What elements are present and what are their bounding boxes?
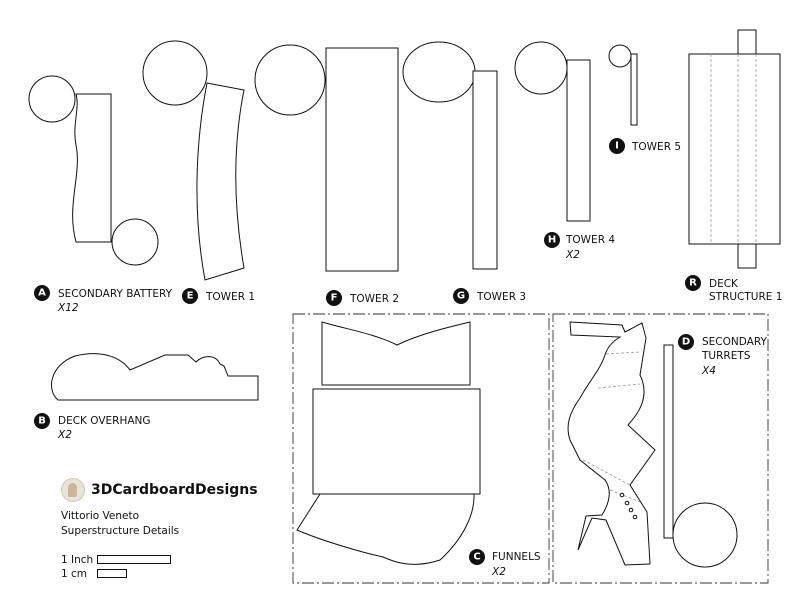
svg-text:R: R bbox=[689, 278, 697, 289]
part-a-secondary-battery bbox=[28, 75, 159, 266]
scale-legend: 1 Inch 1 cm bbox=[61, 553, 171, 581]
svg-text:B: B bbox=[38, 416, 46, 427]
label-tower-1: TOWER 1 bbox=[205, 291, 255, 303]
part-d-turret-body-net bbox=[567, 321, 656, 566]
badge-e: E bbox=[182, 288, 198, 304]
scale-inch-bar bbox=[97, 555, 171, 564]
model-name: Vittorio Veneto bbox=[61, 510, 140, 522]
part-c-funnel-top-piece bbox=[321, 321, 471, 386]
part-g-disc bbox=[402, 41, 476, 103]
part-a-top-disc bbox=[28, 75, 76, 123]
brand-logo-icon bbox=[61, 478, 85, 502]
label-deck-structure-line1: DECK bbox=[709, 278, 739, 290]
badge-c: C bbox=[469, 549, 485, 565]
part-d-hole bbox=[619, 492, 625, 498]
part-c-cut-frame bbox=[292, 313, 550, 584]
label-secondary-battery: SECONDARY BATTERY bbox=[58, 288, 173, 300]
brand: 3DCardboardDesigns bbox=[61, 478, 258, 502]
part-d-hole bbox=[632, 514, 638, 520]
label-tower-4: TOWER 4 bbox=[565, 234, 615, 246]
part-d-barrel-strip bbox=[663, 344, 674, 539]
scale-inch-row: 1 Inch bbox=[61, 553, 171, 566]
part-a-bottom-disc bbox=[111, 218, 159, 266]
svg-text:E: E bbox=[187, 291, 194, 302]
scale-inch-label: 1 Inch bbox=[61, 553, 94, 566]
svg-text:G: G bbox=[457, 291, 465, 302]
qty-funnels: X2 bbox=[491, 566, 506, 578]
part-i-tower-5 bbox=[608, 44, 638, 126]
part-c-funnel-base-piece bbox=[296, 493, 475, 565]
svg-text:F: F bbox=[331, 293, 338, 304]
part-i-disc bbox=[608, 44, 632, 68]
part-d-fold-line bbox=[597, 383, 641, 389]
badge-d: D bbox=[678, 334, 694, 350]
label-tower-3: TOWER 3 bbox=[476, 291, 526, 303]
badge-a: A bbox=[34, 285, 50, 301]
brand-name: 3DCardboardDesigns bbox=[91, 482, 258, 498]
qty-secondary-turrets: X4 bbox=[701, 365, 716, 377]
part-a-wall-strip bbox=[72, 93, 112, 243]
part-r-bottom-tab bbox=[737, 243, 757, 269]
sheet-title: Superstructure Details bbox=[61, 525, 180, 537]
label-deck-overhang: DECK OVERHANG bbox=[58, 415, 151, 427]
badge-g: G bbox=[453, 288, 469, 304]
part-d-cut-frame bbox=[552, 313, 769, 584]
part-f-wall-panel bbox=[325, 47, 399, 272]
part-d-hole bbox=[624, 500, 630, 506]
qty-deck-overhang: X2 bbox=[57, 429, 72, 441]
part-f-disc bbox=[254, 44, 326, 116]
part-h-disc bbox=[514, 41, 568, 95]
label-secondary-turrets-line2: TURRETS bbox=[701, 350, 751, 362]
svg-text:H: H bbox=[548, 235, 556, 246]
part-i-wall-strip bbox=[630, 53, 638, 126]
label-deck-structure-line2: STRUCTURE 1 bbox=[709, 291, 782, 303]
part-d-secondary-turrets bbox=[567, 321, 738, 568]
part-e-tower-1 bbox=[142, 40, 245, 281]
sheet-info: Vittorio Veneto Superstructure Details bbox=[61, 509, 179, 539]
qty-secondary-battery: X12 bbox=[57, 302, 79, 314]
qty-tower-4: X2 bbox=[565, 249, 580, 261]
part-e-wall-strip bbox=[196, 82, 245, 281]
badge-r: R bbox=[685, 275, 701, 291]
svg-text:D: D bbox=[682, 337, 690, 348]
svg-text:A: A bbox=[38, 288, 46, 299]
badge-h: H bbox=[544, 232, 560, 248]
label-funnels: FUNNELS bbox=[492, 551, 541, 563]
part-d-fold-line bbox=[609, 489, 641, 503]
label-tower-5: TOWER 5 bbox=[631, 141, 681, 153]
scale-cm-bar bbox=[97, 569, 127, 578]
part-g-tower-3 bbox=[402, 41, 498, 270]
part-d-fold-line bbox=[582, 459, 631, 486]
part-r-deck-structure-1 bbox=[688, 29, 781, 269]
part-f-tower-2 bbox=[254, 44, 399, 272]
label-tower-2: TOWER 2 bbox=[349, 293, 399, 305]
scale-cm-label: 1 cm bbox=[61, 567, 88, 580]
part-g-wall-strip bbox=[472, 70, 498, 270]
badge-b: B bbox=[34, 413, 50, 429]
badge-f: F bbox=[326, 290, 342, 306]
part-r-main-panel bbox=[688, 53, 781, 245]
part-c-funnels bbox=[296, 321, 481, 565]
part-b-deck-overhang bbox=[51, 353, 259, 401]
part-h-wall-strip bbox=[566, 59, 591, 222]
part-d-hole bbox=[628, 507, 634, 513]
part-e-disc bbox=[142, 40, 208, 106]
scale-cm-row: 1 cm bbox=[61, 567, 171, 580]
svg-text:C: C bbox=[473, 552, 480, 563]
part-r-top-tab bbox=[737, 29, 757, 57]
part-c-funnel-side-piece bbox=[312, 388, 481, 495]
svg-text:I: I bbox=[615, 141, 619, 152]
badge-i: I bbox=[609, 138, 625, 154]
part-d-fold-line bbox=[605, 351, 641, 355]
label-secondary-turrets-line1: SECONDARY bbox=[702, 336, 767, 348]
part-h-tower-4 bbox=[514, 41, 591, 222]
part-d-turret-disc bbox=[672, 502, 738, 568]
